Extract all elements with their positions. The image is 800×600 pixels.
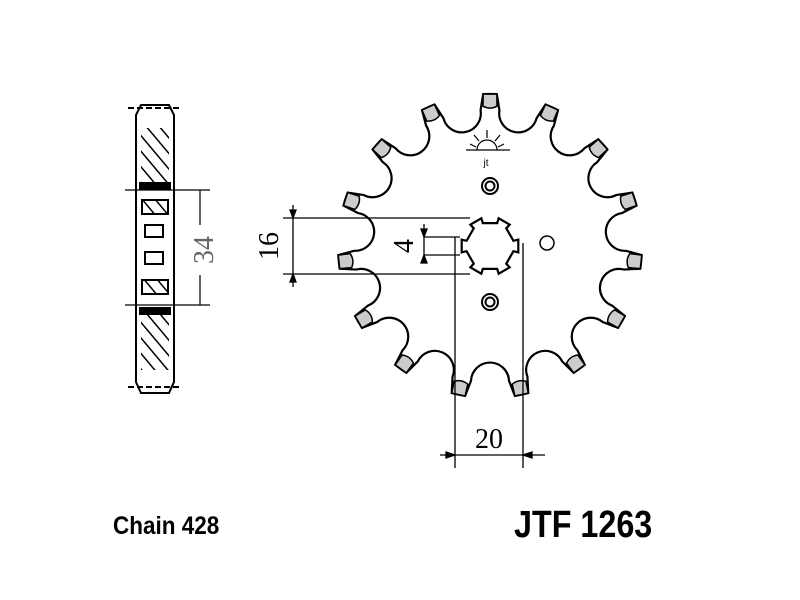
tooth-tip	[626, 252, 643, 270]
spline-bore	[460, 216, 520, 276]
tooth-tip	[450, 379, 469, 397]
tooth-tip	[511, 379, 530, 397]
tooth-tip	[539, 103, 559, 122]
hole-bottom	[481, 293, 499, 311]
tooth-tip	[354, 308, 374, 329]
hole-right	[539, 235, 555, 251]
tooth-tip	[371, 138, 392, 159]
jt-logo: jt	[466, 130, 510, 169]
tooth-tip	[394, 354, 415, 374]
tooth-tip	[482, 93, 498, 109]
dimension-16: 16	[254, 232, 285, 260]
chain-label: Chain 428	[113, 512, 220, 540]
tooth-tip	[619, 191, 638, 211]
side-view	[125, 104, 210, 394]
svg-text:jt: jt	[483, 158, 489, 169]
tooth-tip	[588, 138, 609, 159]
tooth-tip	[421, 103, 441, 122]
tooth-tip	[565, 354, 586, 374]
dimension-34: 34	[189, 236, 220, 264]
hole-top	[481, 177, 499, 195]
part-number: JTF 1263	[514, 504, 653, 546]
tooth-tip	[337, 252, 354, 270]
tooth-tip	[606, 308, 626, 329]
dimension-4: 4	[389, 239, 420, 253]
mounting-holes	[481, 177, 555, 311]
tooth-tips	[337, 93, 643, 397]
tooth-tip	[342, 191, 361, 211]
dimension-20: 20	[475, 424, 503, 455]
